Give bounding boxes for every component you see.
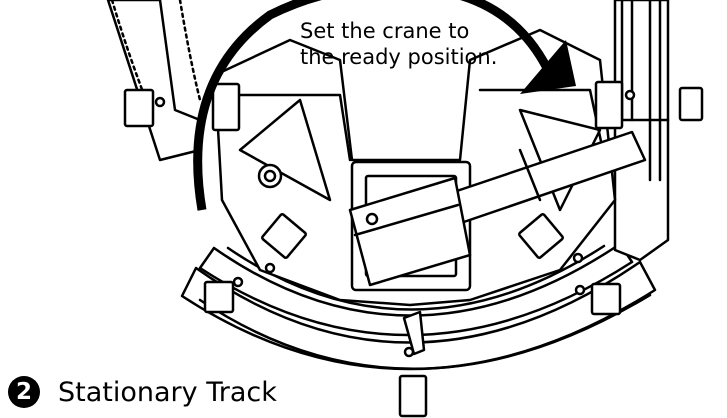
step-title: Stationary Track (58, 376, 277, 408)
step-heading: 2 Stationary Track (8, 374, 277, 410)
outer-track-arc (180, 260, 657, 371)
instruction-text: Set the crane to the ready position. (300, 18, 497, 70)
instruction-line-2: the ready position. (300, 45, 498, 69)
rotate-clockwise-arrow-icon (193, 0, 576, 211)
inner-track-arc (198, 242, 634, 337)
left-track-bar-back (106, 0, 202, 162)
instruction-line-1: Set the crane to (300, 19, 470, 43)
right-track-bar (613, 0, 670, 262)
crane-block (348, 176, 472, 287)
step-number-badge: 2 (8, 376, 40, 408)
